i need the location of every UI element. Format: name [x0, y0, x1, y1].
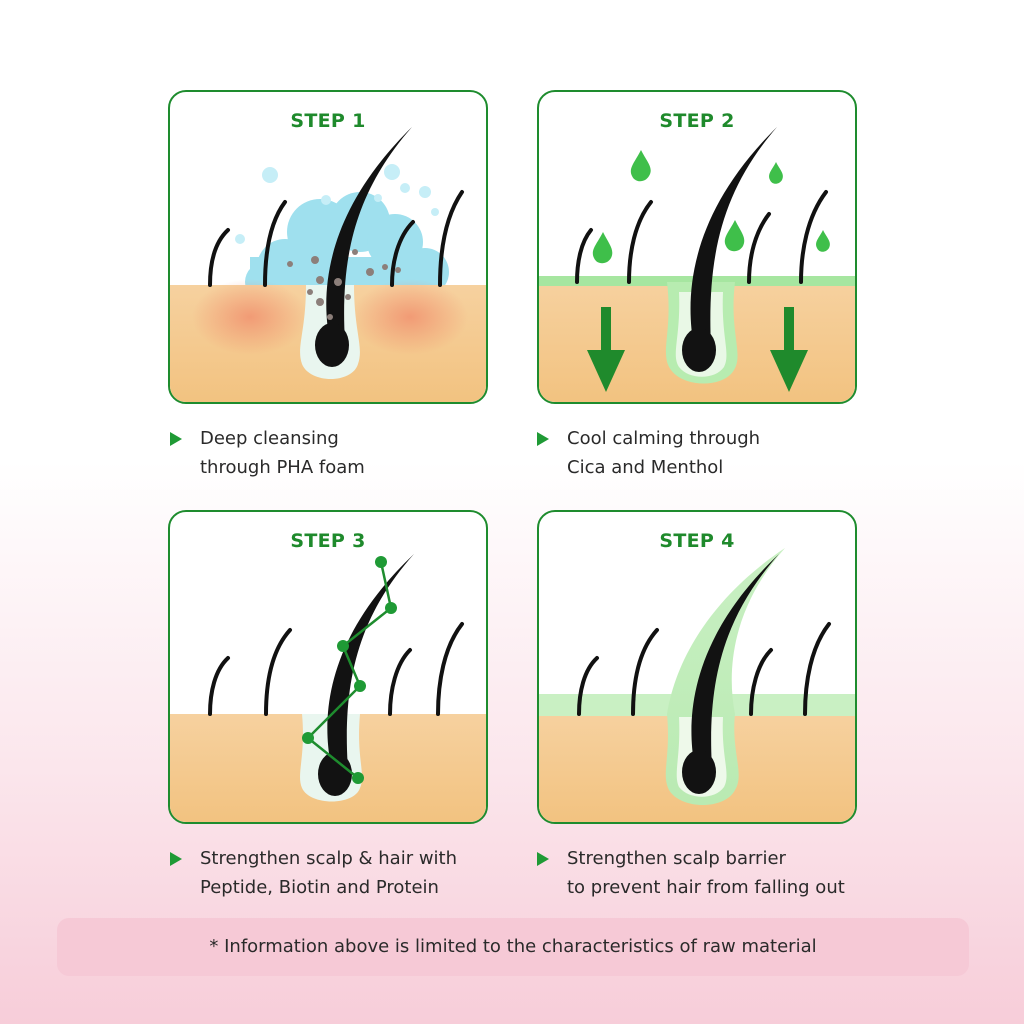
step-4-title: STEP 4 — [659, 530, 735, 552]
step-1-panel: STEP 1 — [168, 90, 488, 404]
cleansing-illustration — [170, 127, 486, 402]
bullet-arrow-icon — [170, 852, 182, 866]
calming-illustration — [539, 127, 855, 402]
main-hair — [327, 554, 414, 770]
step-1-title: STEP 1 — [290, 110, 366, 132]
hair-bulb — [682, 328, 716, 372]
small-hairs — [208, 190, 464, 287]
step-3-panel: STEP 3 — [168, 510, 488, 824]
barrier-illustration — [539, 548, 855, 822]
step-4-caption-line-2: to prevent hair from falling out — [567, 877, 845, 898]
step-3-caption-line-2: Peptide, Biotin and Protein — [200, 877, 439, 898]
main-hair — [690, 127, 777, 347]
small-hairs — [577, 622, 831, 716]
water-drops — [592, 150, 830, 264]
step-2-title: STEP 2 — [659, 110, 735, 132]
main-hair — [691, 554, 779, 768]
step-4-panel: STEP 4 — [537, 510, 857, 824]
molecule-chain — [302, 556, 397, 784]
down-arrows — [587, 307, 808, 392]
foam-bubbles — [235, 164, 439, 244]
hair-bulb — [315, 323, 349, 367]
step-3-caption-line-1: Strengthen scalp & hair with — [200, 848, 458, 869]
strengthen-illustration — [170, 554, 486, 822]
bullet-arrow-icon — [537, 432, 549, 446]
main-hair — [326, 127, 412, 342]
disclaimer-footnote: * Information above is limited to the ch… — [57, 918, 969, 976]
step-2-caption-line-1: Cool calming through — [567, 428, 761, 449]
hair-bulb — [318, 752, 352, 796]
irritation-left — [192, 279, 308, 355]
bullet-arrow-icon — [537, 852, 549, 866]
hair-bulb — [682, 750, 716, 794]
irritation-right — [352, 279, 468, 355]
step-4-caption-line-1: Strengthen scalp barrier — [567, 848, 786, 869]
dirt-particles — [287, 249, 401, 320]
step-2-caption-line-2: Cica and Menthol — [567, 457, 724, 478]
step-2-panel: STEP 2 — [537, 90, 857, 404]
step-1-caption-line-2: through PHA foam — [200, 457, 365, 478]
step-3-title: STEP 3 — [290, 530, 366, 552]
small-hairs — [575, 190, 828, 284]
step-1-caption-line-1: Deep cleansing — [200, 428, 339, 449]
small-hairs — [208, 622, 464, 716]
bullet-arrow-icon — [170, 432, 182, 446]
